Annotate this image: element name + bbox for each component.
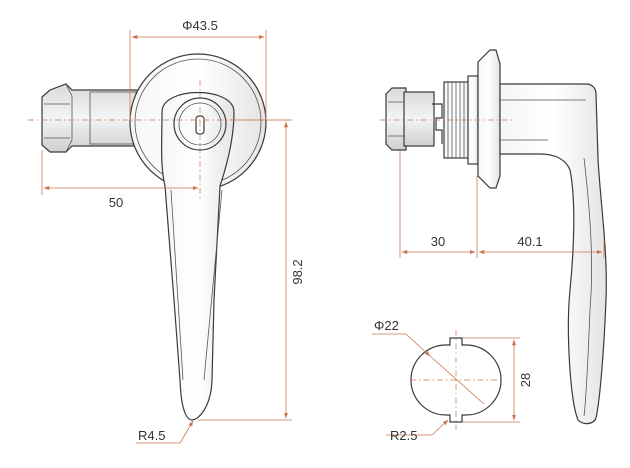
panel-cutout [410, 337, 502, 423]
tip-radius-label: R4.5 [138, 428, 165, 443]
cam-body [41, 83, 139, 153]
cutout-view: Φ22 28 R2.5 [372, 318, 533, 443]
rosette-diameter-label: Φ43.5 [182, 18, 218, 33]
handle-length-label: 98.2 [290, 259, 305, 284]
cutout-width-label: 28 [518, 373, 533, 387]
body-length-label: 30 [431, 234, 445, 249]
side-flange [477, 49, 501, 189]
cam-length-label: 50 [109, 195, 123, 210]
side-cam [385, 87, 407, 151]
side-handle [499, 83, 607, 425]
side-view: 30 40.1 [380, 49, 607, 425]
front-view: Φ43.5 50 98.2 R4.5 [28, 18, 305, 444]
handle-depth-label: 40.1 [517, 234, 542, 249]
cutout-radius-label: R2.5 [390, 428, 417, 443]
cutout-diameter-label: Φ22 [374, 318, 399, 333]
